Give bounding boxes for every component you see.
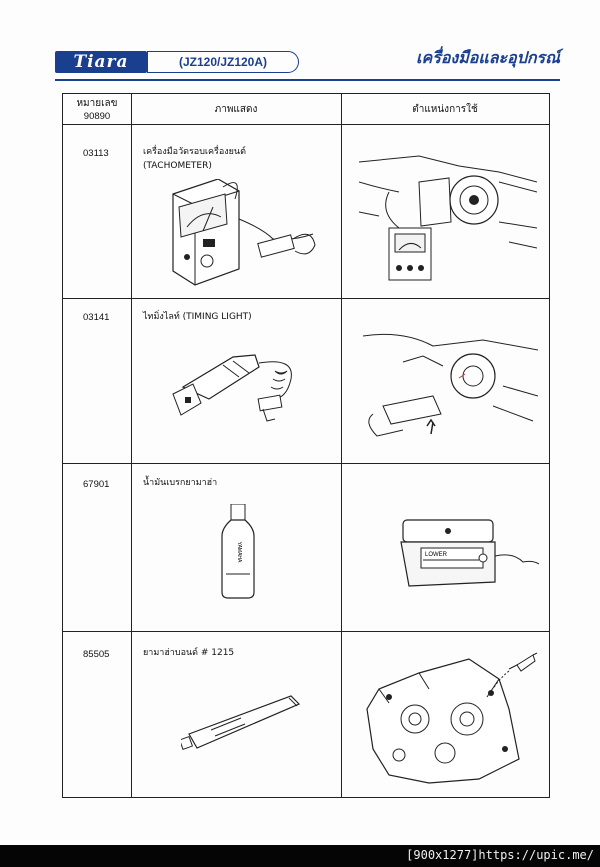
timing-light-illustration [172,354,292,422]
row-divider [63,631,549,632]
timing-light-location-illustration [363,333,538,437]
column-divider [341,94,342,797]
part-code: 67901 [83,479,110,490]
column-header-code-prefix: 90890 [83,111,111,122]
part-description: ไทมิ่งไลท์ (TIMING LIGHT) [143,310,252,324]
page-header: Tiara (JZ120/JZ120A) เครื่องมือและอุปกรณ… [55,48,560,80]
part-description: ยามาฮ่าบอนด์ # 1215 [143,646,234,660]
brake-reservoir-illustration: LOWER [400,519,540,587]
bottle-label: YAMAHA [236,542,242,563]
part-name: ไทมิ่งไลท์ (TIMING LIGHT) [143,312,252,322]
part-code: 03141 [83,312,110,323]
part-code: 03113 [83,148,109,159]
column-header-picture-label: ภาพแสดง [214,103,258,115]
tools-table: หมายเลข 90890 ภาพแสดง ตำแหน่งการใช้ 0311… [62,93,550,798]
column-header-picture: ภาพแสดง [131,94,341,124]
column-header-code-label: หมายเลข [76,98,118,109]
column-header-location: ตำแหน่งการใช้ [341,94,549,124]
part-name: น้ำมันเบรกยามาฮ่า [143,478,218,488]
column-header-location-label: ตำแหน่งการใช้ [412,103,478,115]
part-name-english: (TACHOMETER) [143,161,212,171]
tiara-logo: Tiara [55,51,147,73]
row-divider [63,463,549,464]
part-name: ยามาฮ่าบอนด์ # 1215 [143,648,235,658]
tachometer-location-illustration [359,155,537,281]
model-badge: (JZ120/JZ120A) [147,51,299,73]
row-divider [63,298,549,299]
page-title: เครื่องมือและอุปกรณ์ [416,48,560,67]
brake-fluid-bottle-illustration: YAMAHA [221,504,255,599]
part-code: 85505 [83,649,110,660]
part-description: น้ำมันเบรกยามาฮ่า [143,476,217,490]
crankcase-location-illustration [366,652,538,784]
part-description: เครื่องมือวัดรอบเครื่องยนต์ (TACHOMETER) [143,145,246,173]
column-divider [131,94,132,797]
header-rule [55,79,560,81]
tachometer-illustration [172,179,316,286]
watermark-text: [900x1277]https://upic.me/ [406,848,594,862]
yamaha-bond-tube-illustration [181,695,301,751]
reservoir-level-label: LOWER [425,552,448,558]
footer-bar: [900x1277]https://upic.me/ [0,845,600,867]
header-row-divider [63,124,549,125]
column-header-code: หมายเลข 90890 [63,94,131,124]
part-name: เครื่องมือวัดรอบเครื่องยนต์ [143,147,246,157]
